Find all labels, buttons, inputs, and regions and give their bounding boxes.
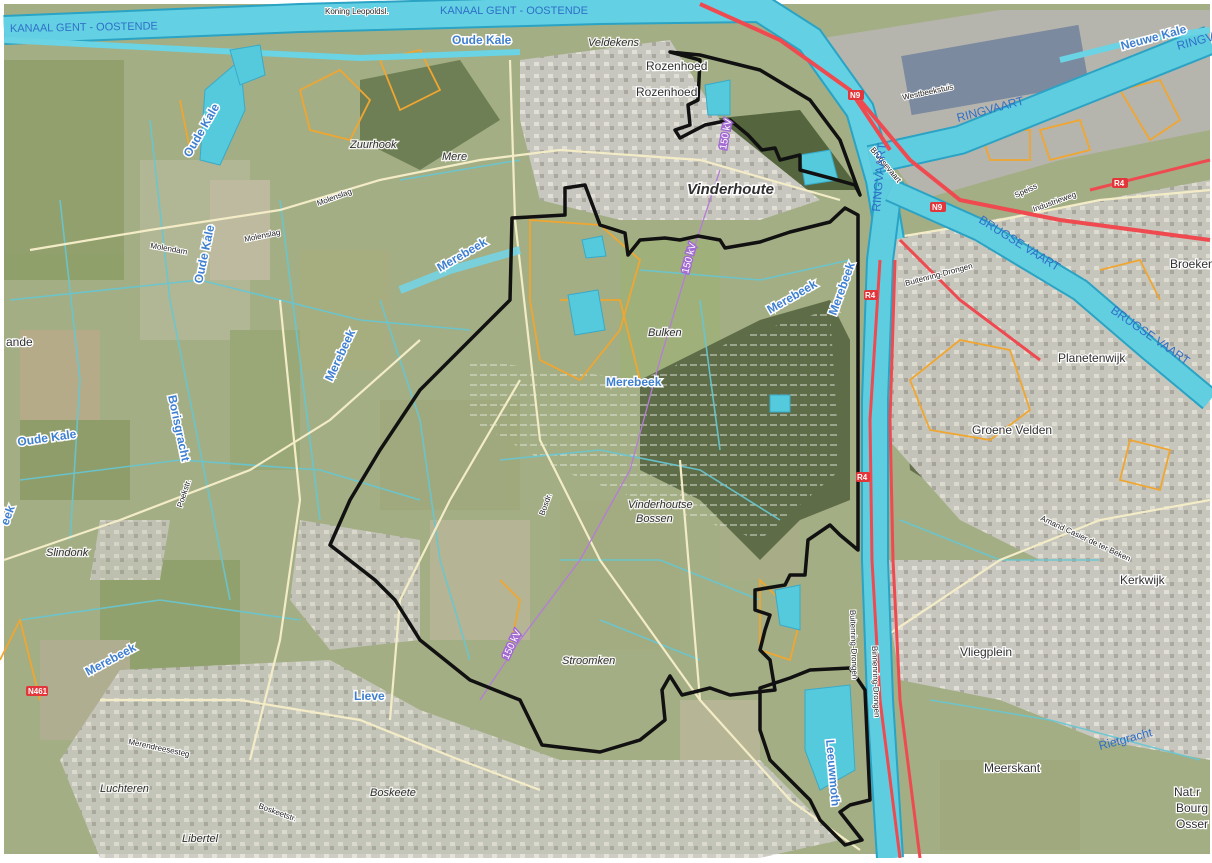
label-planetenwijk: Planetenwijk xyxy=(1058,351,1126,365)
ponds xyxy=(199,44,856,791)
label-canal-top-mid: KANAAL GENT - OOSTENDE xyxy=(440,5,588,17)
label-veldekens: Veldekens xyxy=(588,37,639,49)
label-nat-2: Bourg xyxy=(1176,801,1208,815)
hatched-zone xyxy=(470,310,840,540)
label-n461: N461 xyxy=(28,687,48,696)
label-kerkwijk: Kerkwijk xyxy=(1120,573,1166,587)
label-stroomken: Stroomken xyxy=(562,655,615,667)
stream-merebeek xyxy=(398,246,522,294)
label-zuurhook: Zuurhook xyxy=(349,139,397,151)
label-broeken: Broeken xyxy=(1170,257,1212,271)
label-merebeek-4: Merebeek xyxy=(606,375,662,389)
label-n9-a: N9 xyxy=(850,91,861,100)
label-meerskant: Meerskant xyxy=(984,761,1041,775)
label-r4-a: R4 xyxy=(1114,179,1125,188)
label-nat-3: Osser xyxy=(1176,817,1208,831)
label-groene-velden: Groene Velden xyxy=(972,423,1052,437)
label-r4-c: R4 xyxy=(857,473,868,482)
label-canal-top-left: KANAAL GENT - OOSTENDE xyxy=(10,20,158,35)
label-rozenhoed-1: Rozenhoed xyxy=(646,59,707,73)
label-vinderhoutse-2: Bossen xyxy=(636,513,673,525)
ring-roads xyxy=(699,2,1211,859)
label-oude-kale-top: Oude Kale xyxy=(452,33,512,47)
label-slindonk: Slindonk xyxy=(46,547,89,559)
label-buitenring-vertical: Buitenring-Drongen xyxy=(848,610,859,680)
river-oude-kale xyxy=(3,37,521,62)
label-nat-1: Nat.r xyxy=(1174,785,1200,799)
label-rozenhoed-2: Rozenhoed xyxy=(636,85,697,99)
project-boundary-north xyxy=(668,50,862,197)
label-n9-b: N9 xyxy=(932,203,943,212)
label-ringvaart-mid: RINGVAART xyxy=(869,142,889,213)
label-libertel: Libertel xyxy=(182,833,219,845)
label-mere: Mere xyxy=(442,151,467,163)
label-binnenring: Binnenring-Drongen xyxy=(870,646,881,718)
solar-field xyxy=(901,24,1089,116)
label-vliegplein: Vliegplein xyxy=(960,645,1012,659)
power-line xyxy=(479,169,721,701)
project-boundary-south xyxy=(758,666,872,847)
label-lieve: Lieve xyxy=(354,689,385,703)
project-boundary-main xyxy=(328,183,860,754)
label-koning: Koning Leopoldsl. xyxy=(325,7,389,16)
roads xyxy=(3,59,1211,851)
label-r4-b: R4 xyxy=(865,291,876,300)
label-luchteren: Luchteren xyxy=(100,783,149,795)
label-ande: ande xyxy=(6,335,33,349)
label-bulken: Bulken xyxy=(648,327,682,339)
label-boskeete: Boskeete xyxy=(370,787,416,799)
label-vinderhoutse-1: Vinderhoutse xyxy=(628,499,693,511)
label-vinderhoute: Vinderhoute xyxy=(687,181,774,198)
